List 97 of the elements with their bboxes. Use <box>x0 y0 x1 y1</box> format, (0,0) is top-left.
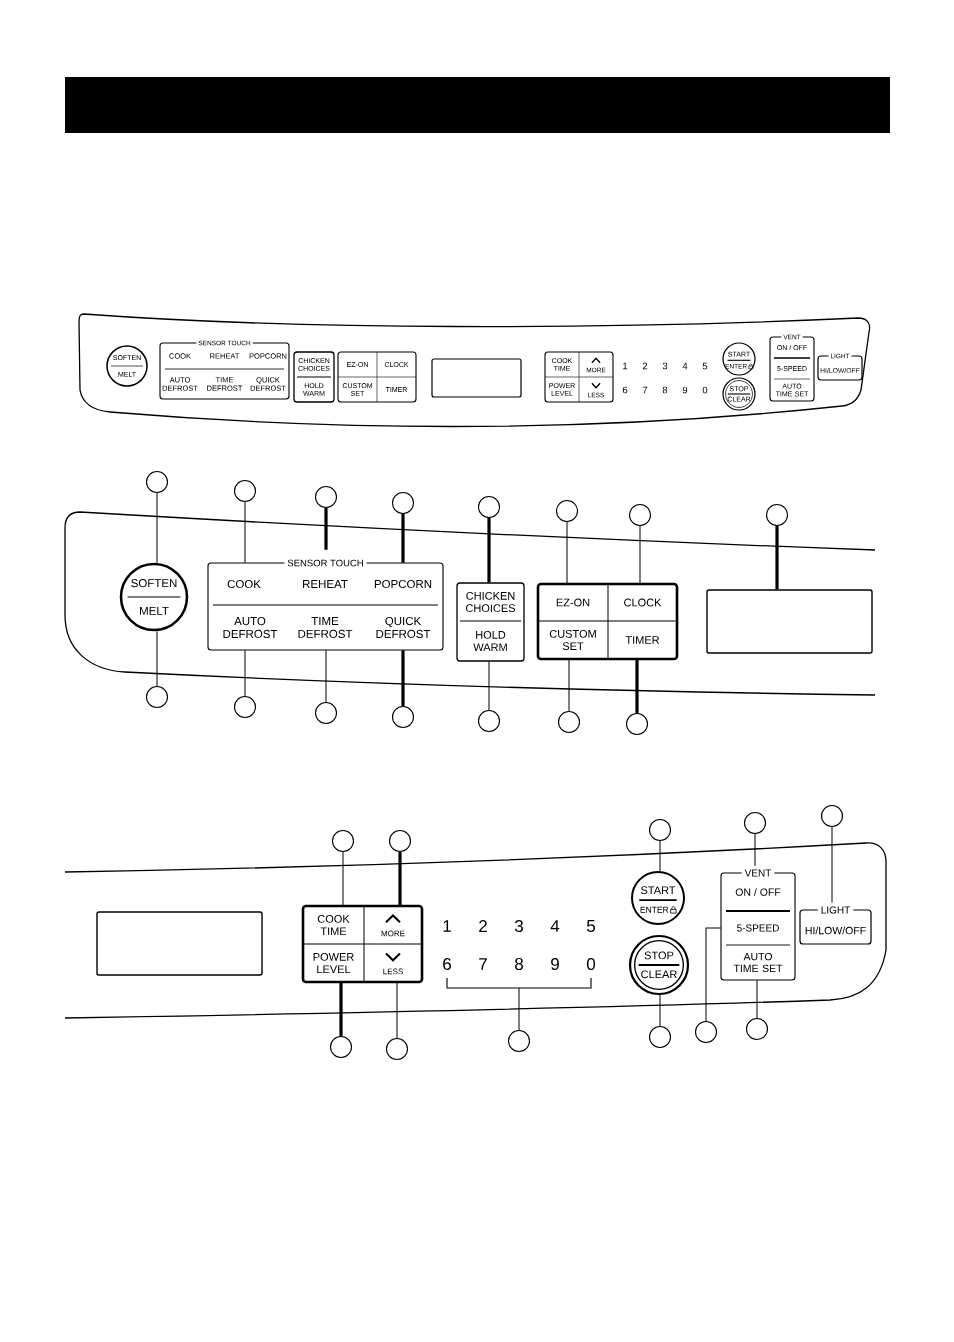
leader-line <box>156 630 158 687</box>
callout-circle <box>233 479 257 503</box>
leader-line <box>659 994 661 1027</box>
leader-line <box>775 526 779 590</box>
leader-line <box>488 661 490 711</box>
digit-label: 0 <box>702 386 708 394</box>
digit-label: 7 <box>479 958 487 970</box>
digit-label: 1 <box>443 920 451 932</box>
digit-label: 0 <box>586 958 596 971</box>
leader-line <box>568 658 570 712</box>
leader-line <box>659 840 661 872</box>
digit-label: 6 <box>443 958 451 971</box>
leader-line <box>754 833 756 867</box>
display-window <box>96 911 263 976</box>
leader-line <box>396 981 398 1039</box>
touch-key: AUTO DEFROST <box>223 617 278 638</box>
leader-line <box>401 650 405 706</box>
leader-line <box>244 649 246 697</box>
leader-line <box>401 514 405 563</box>
touch-key: COOK TIME <box>317 915 350 935</box>
touch-key: CLOCK <box>624 598 662 607</box>
digit-label: 5 <box>702 362 708 370</box>
callout-circle <box>145 470 169 494</box>
callout-circle <box>314 485 338 509</box>
callout-circle <box>694 1020 718 1044</box>
callout-circle <box>391 705 415 729</box>
leader-line <box>635 659 639 713</box>
touch-key: POPCORN <box>374 579 432 589</box>
touch-key: AUTO TIME SET <box>733 952 783 973</box>
split-key: CHICKEN CHOICES HOLD WARM <box>456 582 525 662</box>
touch-key: MORE <box>381 930 405 937</box>
digit-label: 9 <box>682 386 688 394</box>
digit-label: 6 <box>622 386 628 394</box>
round-key: START ENTER <box>631 871 685 925</box>
callout-circle <box>145 685 169 709</box>
leader-line <box>566 521 568 585</box>
digit-label: 8 <box>662 386 668 394</box>
callout-circle <box>555 499 579 523</box>
digit-label: 1 <box>623 362 628 370</box>
leader-line <box>398 852 402 906</box>
digit-label: 4 <box>682 362 688 370</box>
callout-circle <box>314 701 338 725</box>
leader-line <box>325 649 327 703</box>
callout-circle <box>331 829 355 853</box>
digit-label: 3 <box>662 362 668 370</box>
callout-circle <box>765 503 789 527</box>
round-key: STOP CLEAR <box>628 934 690 996</box>
leader-line <box>339 982 343 1036</box>
digit-label: 8 <box>515 958 523 971</box>
digit-label: 7 <box>642 386 648 394</box>
leader-line <box>324 508 328 550</box>
touch-key: 5-SPEED <box>737 924 779 932</box>
touch-key: EZ-ON <box>556 598 590 607</box>
callout-circle <box>648 818 672 842</box>
callout-circle <box>628 503 652 527</box>
touch-key: CUSTOM SET <box>549 629 596 651</box>
leader-line <box>639 525 641 585</box>
digit-label: 4 <box>550 920 560 932</box>
callout-circle <box>648 1025 672 1049</box>
light-key: LIGHT HI/LOW/OFF <box>799 905 872 945</box>
leader-line <box>705 927 722 1022</box>
leader-line <box>487 518 491 583</box>
callout-circle <box>388 829 412 853</box>
touch-key: ON / OFF <box>735 888 781 896</box>
callout-circle <box>507 1029 531 1053</box>
display-window <box>706 589 873 654</box>
digit-label: 2 <box>479 920 487 932</box>
touch-key: COOK <box>227 579 261 589</box>
callout-circle <box>557 710 581 734</box>
digit-label: 3 <box>514 920 523 933</box>
leader-line <box>244 501 246 564</box>
display-window <box>431 358 522 398</box>
round-key: SOFTEN MELT <box>119 562 189 632</box>
digit-label: 9 <box>551 958 559 971</box>
leader-line <box>756 979 758 1019</box>
callout-circle <box>625 712 649 736</box>
callout-circle <box>743 811 767 835</box>
touch-key: POWER LEVEL <box>313 953 354 973</box>
callout-circle <box>391 491 415 515</box>
digit-label: 2 <box>642 362 648 370</box>
leader-line <box>156 492 158 564</box>
touch-key: LESS <box>383 968 403 975</box>
callout-circle <box>329 1035 353 1059</box>
touch-key: QUICK DEFROST <box>376 617 431 638</box>
callout-circle <box>233 695 257 719</box>
touch-key: REHEAT <box>303 580 348 588</box>
leader-line <box>518 987 520 1031</box>
leader-line <box>342 851 344 907</box>
callout-circle <box>477 495 501 519</box>
callout-circle <box>385 1037 409 1061</box>
digit-label: 5 <box>586 920 595 932</box>
leader-line <box>831 826 833 903</box>
callout-circle <box>820 804 844 828</box>
touch-key: TIMER <box>625 636 660 644</box>
callout-circle <box>745 1017 769 1041</box>
touch-key: TIME DEFROST <box>298 617 353 638</box>
callout-circle <box>477 709 501 733</box>
